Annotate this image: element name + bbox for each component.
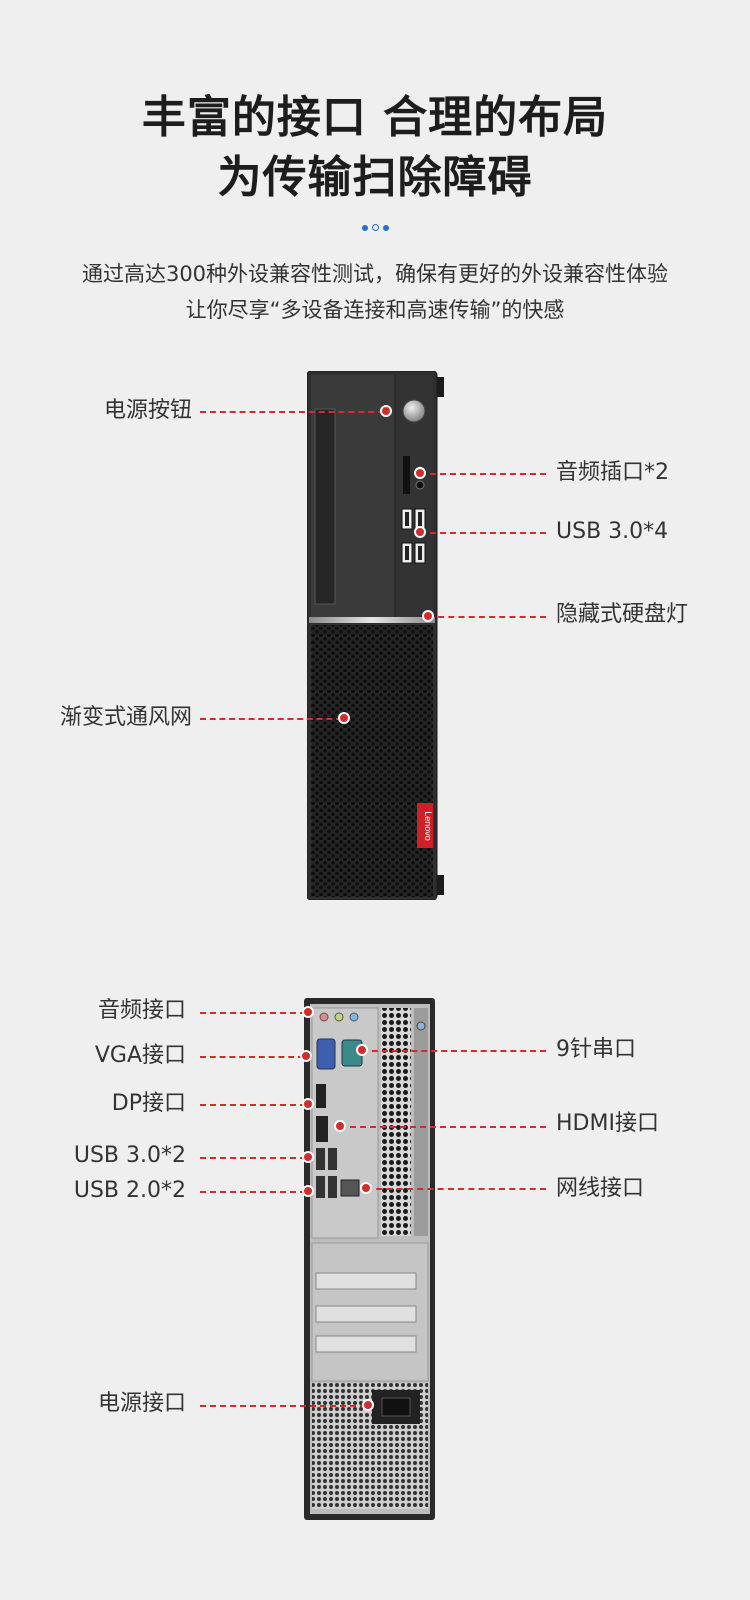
- leader-line: [420, 532, 546, 534]
- marker-dot: [380, 405, 392, 417]
- headline-line-2: 为传输扫除障碍: [217, 152, 533, 203]
- callout-hdmi: HDMI接口: [556, 1111, 659, 1136]
- leader-line: [362, 1050, 546, 1052]
- leader-line: [420, 473, 546, 475]
- headline-line-1: 丰富的接口 合理的布局: [141, 92, 609, 143]
- dot: [382, 225, 389, 231]
- marker-dot: [422, 610, 434, 622]
- brand-logo: Lenovo: [423, 811, 433, 841]
- marker-dot: [360, 1182, 372, 1194]
- marker-dot: [302, 1098, 314, 1110]
- callout-hdd-light: 隐藏式硬盘灯: [556, 602, 689, 627]
- leader-line: [200, 1191, 306, 1193]
- callout-power-button: 电源按钮: [103, 398, 192, 423]
- pc-front-illustration: Lenovo: [307, 371, 444, 900]
- leader-line: [200, 411, 384, 413]
- marker-dot: [302, 1151, 314, 1163]
- marker-dot: [334, 1120, 346, 1132]
- marker-dot: [414, 467, 426, 479]
- callout-rear-usb30: USB 3.0*2: [73, 1143, 186, 1168]
- leader-line: [340, 1126, 546, 1128]
- marker-dot: [338, 712, 350, 724]
- description-line-1: 通过高达300种外设兼容性测试，确保有更好的外设兼容性体验: [81, 262, 669, 286]
- marker-dot: [300, 1050, 312, 1062]
- marker-dot: [302, 1185, 314, 1197]
- leader-line: [200, 1056, 304, 1058]
- callout-vga: VGA接口: [94, 1043, 186, 1068]
- marker-dot: [414, 526, 426, 538]
- pagination-dots: [0, 224, 750, 231]
- leader-line: [200, 1157, 306, 1159]
- leader-line: [200, 718, 342, 720]
- dot: [361, 225, 368, 231]
- description: 通过高达300种外设兼容性测试，确保有更好的外设兼容性体验 让你尽享“多设备连接…: [0, 256, 750, 328]
- marker-dot: [356, 1044, 368, 1056]
- callout-vent: 渐变式通风网: [59, 705, 192, 730]
- callout-dp: DP接口: [111, 1091, 186, 1116]
- marker-dot: [362, 1399, 374, 1411]
- marker-dot: [302, 1006, 314, 1018]
- callout-ethernet: 网线接口: [556, 1176, 645, 1201]
- callout-serial: 9针串口: [556, 1037, 636, 1062]
- callout-rear-audio: 音频接口: [97, 998, 186, 1023]
- callout-front-usb30: USB 3.0*4: [556, 519, 669, 544]
- callout-power-socket: 电源接口: [97, 1391, 186, 1416]
- leader-line: [200, 1405, 366, 1407]
- headline: 丰富的接口 合理的布局 为传输扫除障碍: [0, 88, 750, 208]
- leader-line: [428, 616, 546, 618]
- leader-line: [366, 1188, 546, 1190]
- description-line-2: 让你尽享“多设备连接和高速传输”的快感: [185, 298, 565, 322]
- dot-active: [371, 224, 379, 231]
- callout-rear-usb20: USB 2.0*2: [73, 1178, 186, 1203]
- pc-rear-illustration: [304, 998, 435, 1520]
- callout-audio-jacks: 音频插口*2: [556, 460, 669, 485]
- leader-line: [200, 1012, 306, 1014]
- leader-line: [200, 1104, 306, 1106]
